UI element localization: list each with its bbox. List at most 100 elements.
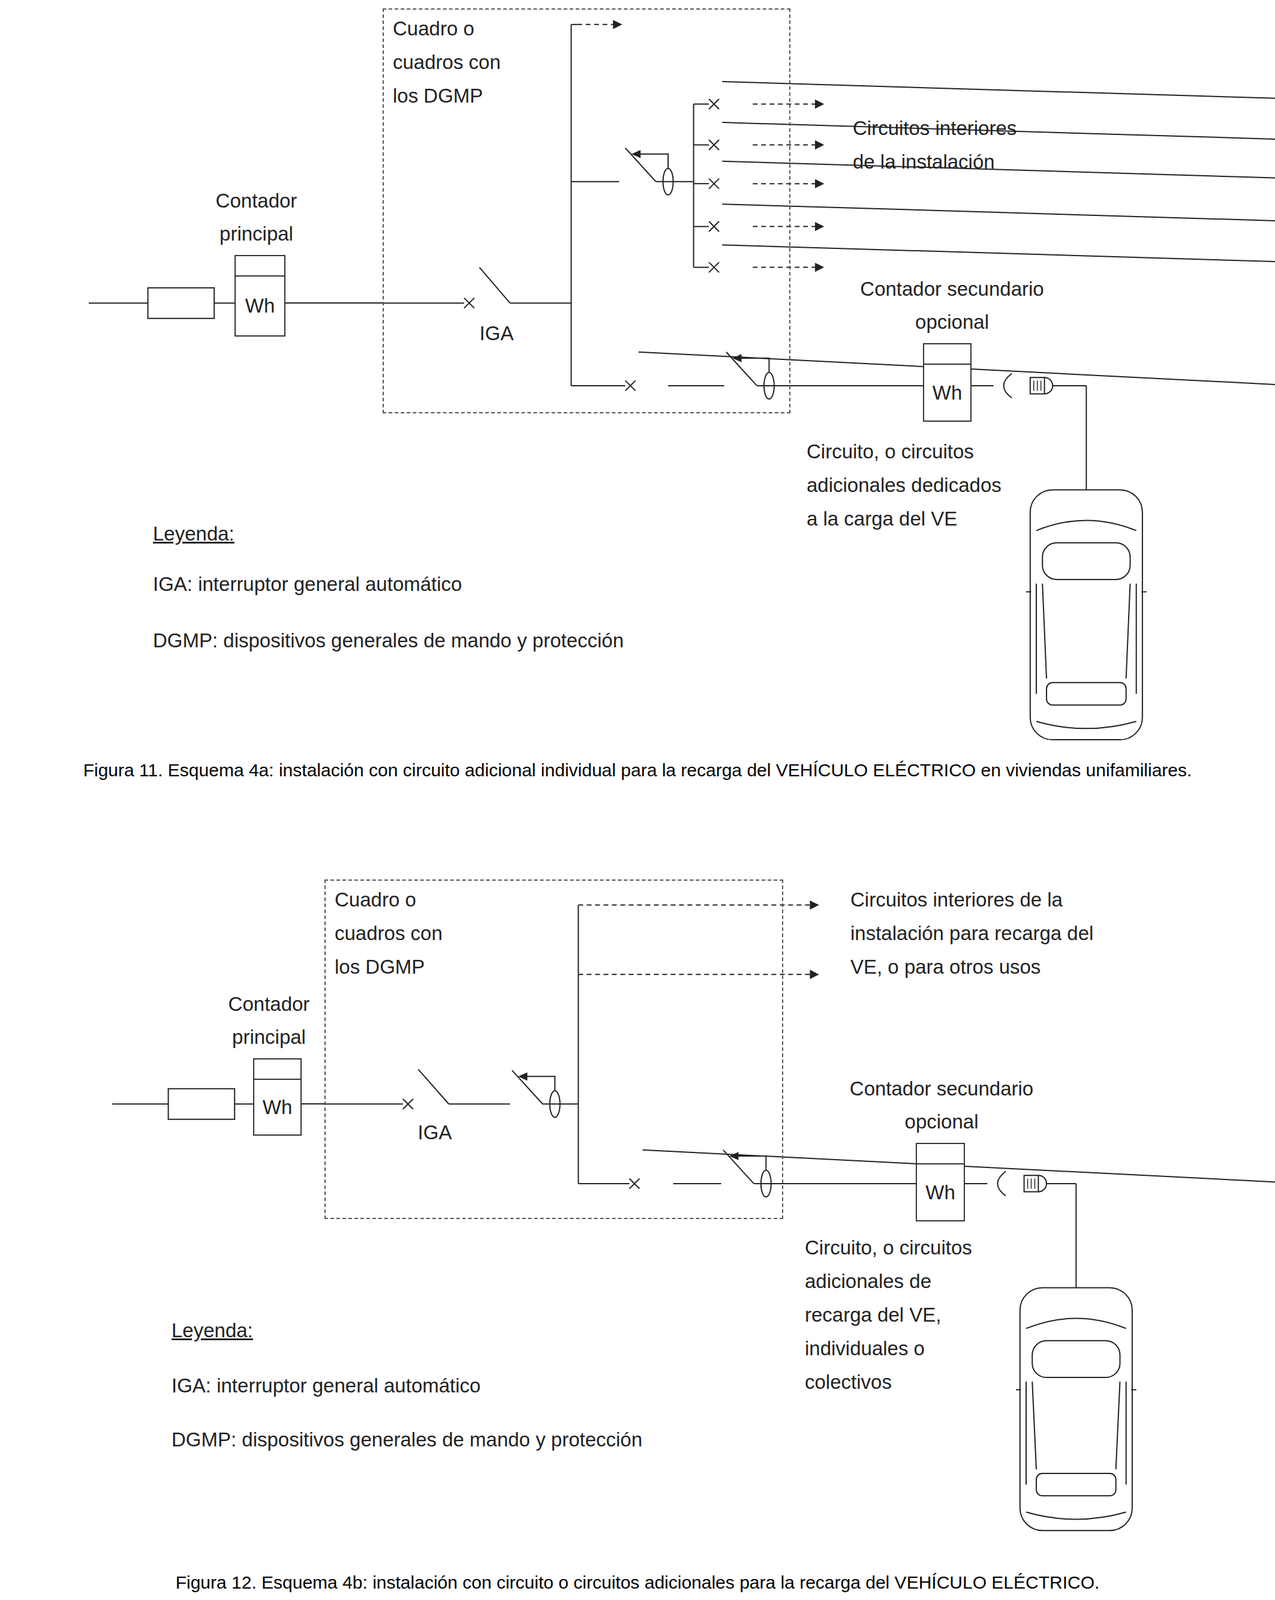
dashed-wire: [752, 182, 816, 185]
circuit-note: Circuito, o circuitos adicionales de rec…: [804, 1230, 997, 1399]
wire-line: [693, 103, 710, 105]
wire-line: [234, 1102, 254, 1105]
dashed-wire: [752, 266, 816, 269]
dashed-wire: [577, 23, 616, 26]
rcd-arrow: [518, 1072, 528, 1081]
switch-blade: [418, 1068, 449, 1104]
meter-strip: [924, 344, 971, 365]
car-bumper: [1026, 1511, 1127, 1520]
car-bumper: [1036, 720, 1137, 729]
breaker-cross: [708, 98, 720, 110]
legend-entry: IGA: interruptor general automático: [152, 567, 462, 601]
meter-box: Contador secundario opcionalWh: [922, 343, 972, 422]
panel-title: Cuadro o cuadros con los DGMP: [392, 11, 522, 113]
meter-unit: Wh: [254, 1079, 301, 1135]
car-side: [1125, 1381, 1127, 1485]
plug-body: [1030, 377, 1045, 394]
car-body: [1030, 489, 1143, 740]
arrow-head: [612, 19, 622, 29]
wire-line: [578, 1182, 630, 1184]
arrow-head: [815, 140, 825, 150]
car-rear-window: [1036, 1472, 1117, 1496]
car-side: [1025, 1381, 1027, 1485]
meter-strip: [235, 256, 285, 277]
plug-pin: [1040, 380, 1042, 391]
car-windshield: [1042, 542, 1130, 580]
switch-blade: [722, 161, 1275, 184]
plug-body: [1024, 1174, 1039, 1192]
car-hood: [1026, 1317, 1127, 1328]
plug-pin: [1030, 1177, 1033, 1189]
car-body: [1020, 1286, 1133, 1530]
car-side: [1035, 583, 1037, 694]
meter-unit: Wh: [235, 276, 285, 336]
car-rear-window: [1046, 682, 1127, 705]
meter-strip: [254, 1059, 301, 1080]
arrow-head: [815, 178, 825, 188]
panel-box: Cuadro o cuadros con los DGMP: [324, 879, 784, 1219]
legend-entry: DGMP: dispositivos generales de mando y …: [171, 1422, 643, 1457]
switch-blade: [512, 1069, 543, 1104]
switch-blade: [722, 244, 1275, 267]
wire: [783, 1183, 916, 1184]
wire-line: [756, 385, 791, 387]
plug-cap: [1038, 1174, 1047, 1192]
switch-blade: [722, 81, 1275, 104]
meter-heading: Contador secundario opcional: [850, 272, 1055, 339]
wire-line: [668, 385, 725, 387]
car-door-line: [1042, 583, 1130, 679]
wire-line: [693, 144, 710, 146]
car-windshield: [1032, 1340, 1120, 1377]
plug-pin: [1033, 380, 1035, 391]
plug-pin: [1027, 1177, 1029, 1189]
breaker-cross: [708, 178, 720, 189]
meter-unit: Wh: [924, 364, 971, 421]
wire: [285, 302, 383, 304]
plug-cap: [1044, 377, 1054, 394]
wire-line: [693, 182, 710, 185]
circuit-note: Circuitos interiores de la instalación p…: [850, 882, 1118, 984]
rcd-arrow: [631, 149, 641, 159]
wire: [790, 385, 923, 387]
wire-line: [577, 904, 579, 1184]
figure-caption: Figura 12. Esquema 4b: instalación con c…: [23, 1570, 1252, 1595]
rcd-arrow: [729, 1151, 739, 1160]
car-hood: [1036, 519, 1137, 531]
breaker-cross: [708, 139, 720, 150]
dashed-wire: [578, 973, 811, 975]
wire-line: [656, 181, 694, 183]
socket-symbol: [997, 1171, 1006, 1196]
plug-pin: [1036, 380, 1039, 391]
breaker-cross: [403, 1098, 414, 1109]
wire-line: [382, 302, 465, 304]
car-door-line: [1032, 1381, 1120, 1469]
wire-line: [753, 1182, 784, 1184]
wire-line: [448, 1102, 510, 1105]
car-mirror: [1131, 1388, 1137, 1390]
legend-heading: Leyenda:: [171, 1313, 352, 1347]
car-mirror: [1141, 590, 1147, 592]
meter-unit: Wh: [916, 1164, 964, 1220]
meter-heading: Contador principal: [224, 987, 315, 1054]
wire-line: [1085, 385, 1087, 490]
dashed-wire: [578, 904, 811, 906]
wire-line: [693, 226, 710, 228]
meter-box: Contador secundario opcionalWh: [915, 1142, 965, 1222]
meter-heading: Contador secundario opcional: [839, 1071, 1044, 1138]
panel-box: Cuadro o cuadros con los DGMP: [382, 8, 791, 414]
dashed-wire: [752, 144, 816, 146]
wire-line: [509, 302, 571, 304]
wire-line: [1052, 385, 1087, 387]
wire-line: [542, 1102, 579, 1105]
wire-line: [570, 23, 577, 26]
wire-line: [693, 266, 710, 269]
fuse-symbol: [148, 287, 215, 319]
socket-symbol: [1003, 373, 1013, 398]
device-label: IGA: [392, 1115, 477, 1150]
car-mirror: [1026, 590, 1032, 592]
breaker-cross: [629, 1177, 640, 1189]
arrow-head: [815, 99, 825, 109]
switch-blade: [625, 148, 657, 182]
switch-blade: [726, 352, 757, 386]
